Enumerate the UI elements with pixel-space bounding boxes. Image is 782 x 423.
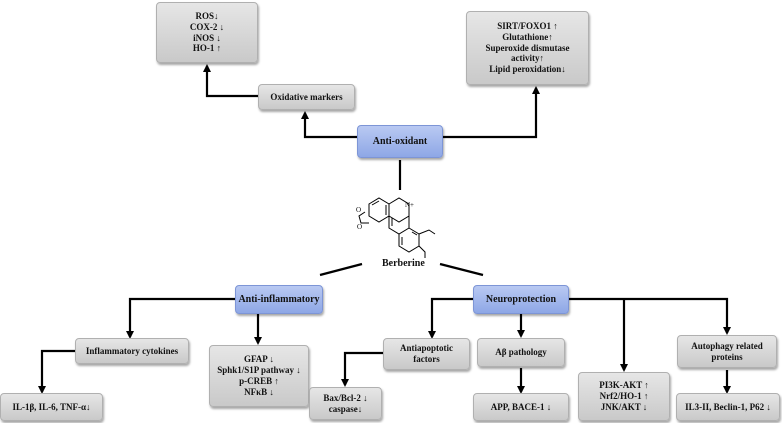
autophagy-result-label: IL3-II, Beclin-1, P62 ↓ <box>685 401 771 412</box>
oxidative-markers-box: Oxidative markers <box>258 84 355 110</box>
autophagy-result-box: IL3-II, Beclin-1, P62 ↓ <box>676 393 780 421</box>
inflammatory-cytokines-label: Inflammatory cytokines <box>85 345 179 356</box>
berberine-structure-icon: N+ O O <box>356 197 436 258</box>
marker-ros: ROS↓ <box>195 10 219 21</box>
pathway-nrf2-ho1: Nrf2/HO-1 ↑ <box>599 391 649 402</box>
oxidative-markers-label: Oxidative markers <box>270 91 343 102</box>
oxidative-markers-list: ROS↓ COX-2 ↓ iNOS ↓ HO-1 ↑ <box>156 2 258 63</box>
marker-sphk1-s1p: Sphk1/S1P pathway ↓ <box>217 365 301 376</box>
marker-cox2: COX-2 ↓ <box>189 21 225 32</box>
result-lipid-peroxidation: Lipid peroxidation↓ <box>489 64 566 75</box>
abeta-pathology-label: Aβ pathology <box>495 347 547 358</box>
result-sirt-foxo1: SIRT/FOXO1 ↑ <box>497 21 558 31</box>
marker-nfkb: NFκB ↓ <box>244 386 274 397</box>
autophagy-proteins-box: Autophagy related proteins <box>677 335 777 368</box>
berberine-label: Berberine <box>382 258 425 269</box>
marker-gfap: GFAP ↓ <box>243 354 275 365</box>
anti-inflammatory-hub: Anti-inflammatory <box>235 285 323 314</box>
abeta-result-label: APP, BACE-1 ↓ <box>490 401 552 412</box>
result-sod-activity: activity↑ <box>511 53 544 64</box>
autophagy-label-line2: proteins <box>711 351 743 362</box>
antiapoptotic-label-line1: Antiapoptotic <box>399 343 453 354</box>
neuroprotection-hub-label: Neuroprotection <box>485 293 557 305</box>
marker-inos: iNOS ↓ <box>193 32 221 43</box>
antioxidant-hub: Anti-oxidant <box>357 125 443 158</box>
marker-p-creb: p-CREB ↑ <box>239 376 279 386</box>
atom-oxygen-1: O <box>356 206 361 214</box>
result-caspase: caspase↓ <box>328 403 363 414</box>
result-bax-bcl2: Bax/Bcl-2 ↓ <box>323 392 368 403</box>
antiapoptotic-label-line2: factors <box>413 354 440 364</box>
antioxidant-hub-label: Anti-oxidant <box>372 135 428 147</box>
abeta-pathology-box: Aβ pathology <box>477 338 565 367</box>
antioxidant-results-list: SIRT/FOXO1 ↑ Glutathione↑ Superoxide dis… <box>466 11 589 85</box>
anti-inflammatory-hub-label: Anti-inflammatory <box>238 293 320 305</box>
pathway-pi3k-akt: PI3K-AKT ↑ <box>599 380 649 391</box>
antiapoptotic-result-box: Bax/Bcl-2 ↓ caspase↓ <box>309 387 382 420</box>
neuroprotection-hub: Neuroprotection <box>473 285 569 314</box>
result-glutathione: Glutathione↑ <box>502 31 553 42</box>
pathway-jnk-akt: JNK/AKT ↓ <box>600 401 648 412</box>
antiapoptotic-factors-box: Antiapoptotic factors <box>383 338 470 370</box>
cytokines-result-label: IL-1β, IL-6, TNF-α↓ <box>12 401 91 412</box>
atom-nitrogen: N+ <box>405 201 414 209</box>
inflammatory-cytokines-box: Inflammatory cytokines <box>75 338 189 364</box>
atom-oxygen-2: O <box>357 223 362 231</box>
result-sod: Superoxide dismutase <box>485 42 570 53</box>
abeta-result-box: APP, BACE-1 ↓ <box>473 393 569 421</box>
signaling-pathways-list: PI3K-AKT ↑ Nrf2/HO-1 ↑ JNK/AKT ↓ <box>578 372 670 421</box>
marker-ho1: HO-1 ↑ <box>192 43 222 54</box>
cytokines-result-box: IL-1β, IL-6, TNF-α↓ <box>0 393 103 421</box>
inflammation-markers-list: GFAP ↓ Sphk1/S1P pathway ↓ p-CREB ↑ NFκB… <box>209 345 309 407</box>
autophagy-label-line1: Autophagy related <box>691 340 763 351</box>
